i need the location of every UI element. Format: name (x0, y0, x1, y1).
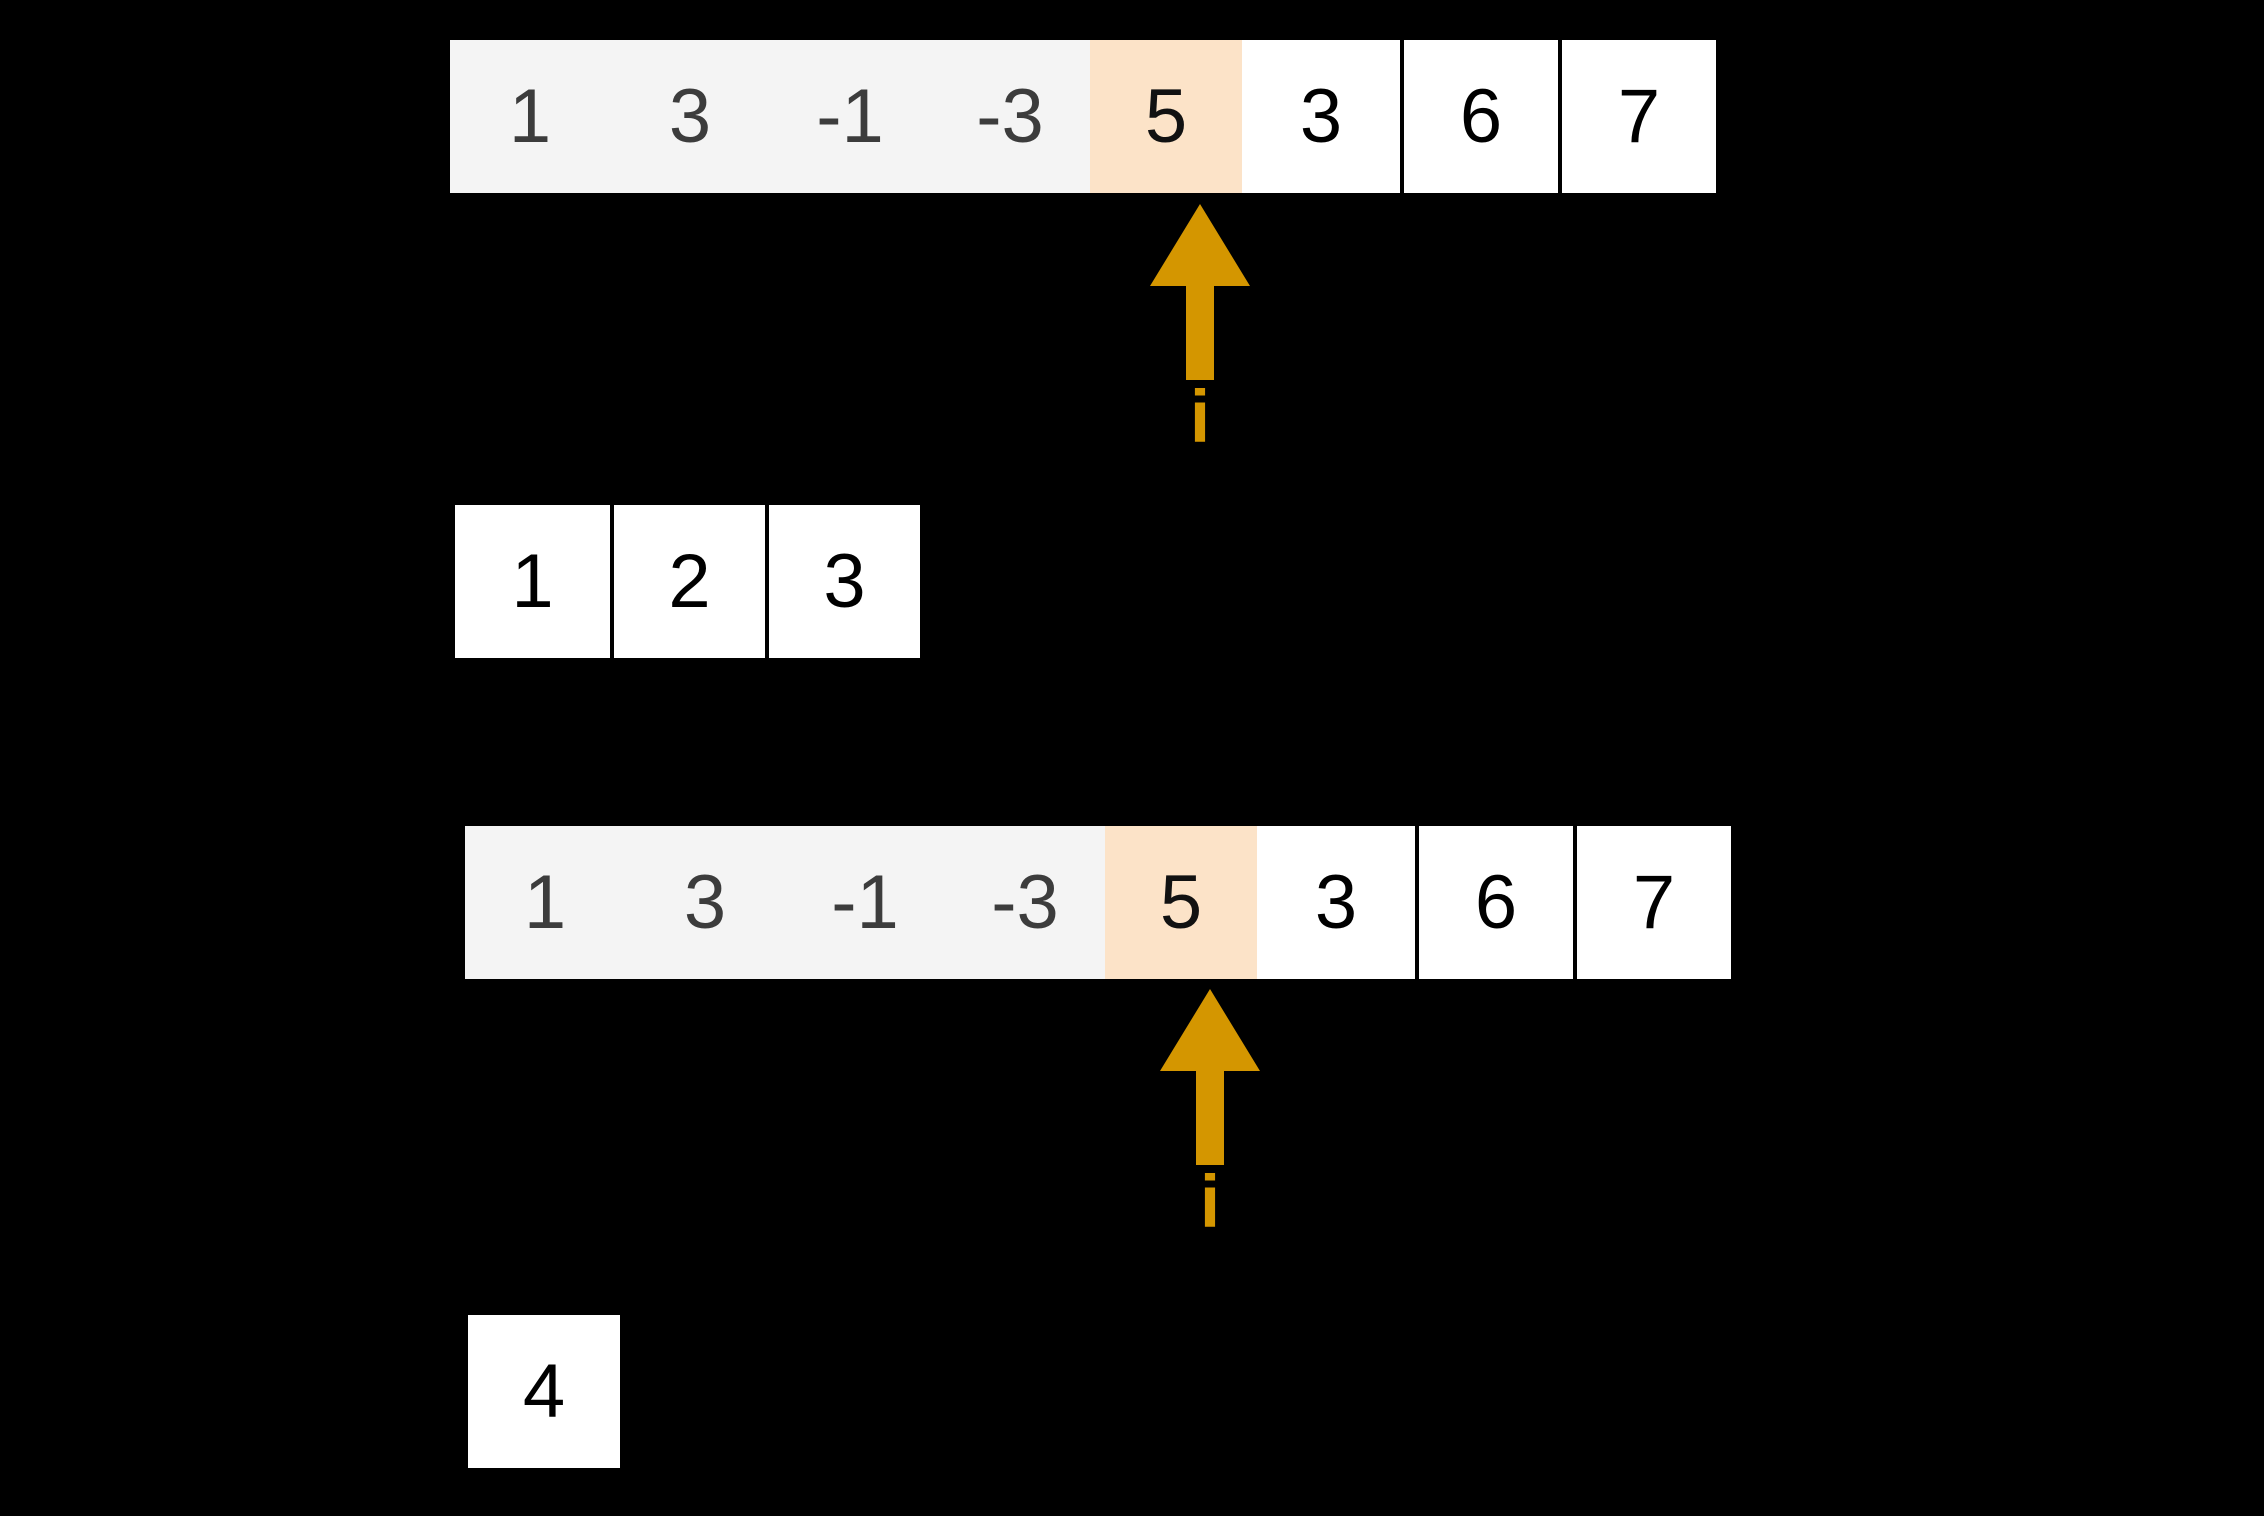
array-cell: 7 (1573, 826, 1731, 979)
array-row-step-one: 1 3 -1 -3 5 3 6 7 (450, 40, 1716, 193)
index-pointer-label-step-two: i (1199, 1160, 1221, 1243)
array-cell: 6 (1415, 826, 1573, 979)
array-cell-highlight: 5 (1090, 40, 1242, 193)
result-cell: 4 (468, 1315, 620, 1468)
array-cell-prefix: -1 (816, 73, 884, 159)
index-pointer-label-step-one: i (1189, 375, 1211, 458)
result-value-step-two: 4 (468, 1315, 620, 1468)
array-cell: 3 (1257, 826, 1415, 979)
index-pointer-arrow-step-one (1140, 200, 1260, 380)
arrow-up-icon (1150, 204, 1250, 380)
array-cell-prefix: -1 (831, 859, 899, 945)
prefix-band-step-one: 1 3 -1 -3 (450, 40, 1090, 193)
array-cell-highlight: 5 (1105, 826, 1257, 979)
array-cell-prefix: 1 (508, 73, 552, 159)
array-cell-prefix: 3 (668, 73, 712, 159)
array-cell: 7 (1558, 40, 1716, 193)
array-cell-prefix: 3 (683, 859, 727, 945)
array-row-step-two: 1 3 -1 -3 5 3 6 7 (465, 826, 1731, 979)
prefix-band-step-two: 1 3 -1 -3 (465, 826, 1105, 979)
arrow-up-icon (1160, 989, 1260, 1165)
array-cell-prefix: -3 (976, 73, 1044, 159)
array-cell: 3 (1242, 40, 1400, 193)
array-cell-prefix: 1 (523, 859, 567, 945)
array-cell-prefix: -3 (991, 859, 1059, 945)
index-pointer-arrow-step-two (1150, 985, 1270, 1165)
array-cell: 6 (1400, 40, 1558, 193)
result-cell: 1 (455, 505, 610, 658)
result-cell: 2 (610, 505, 765, 658)
result-array-step-one: 1 2 3 (455, 505, 920, 658)
result-cell: 3 (765, 505, 920, 658)
